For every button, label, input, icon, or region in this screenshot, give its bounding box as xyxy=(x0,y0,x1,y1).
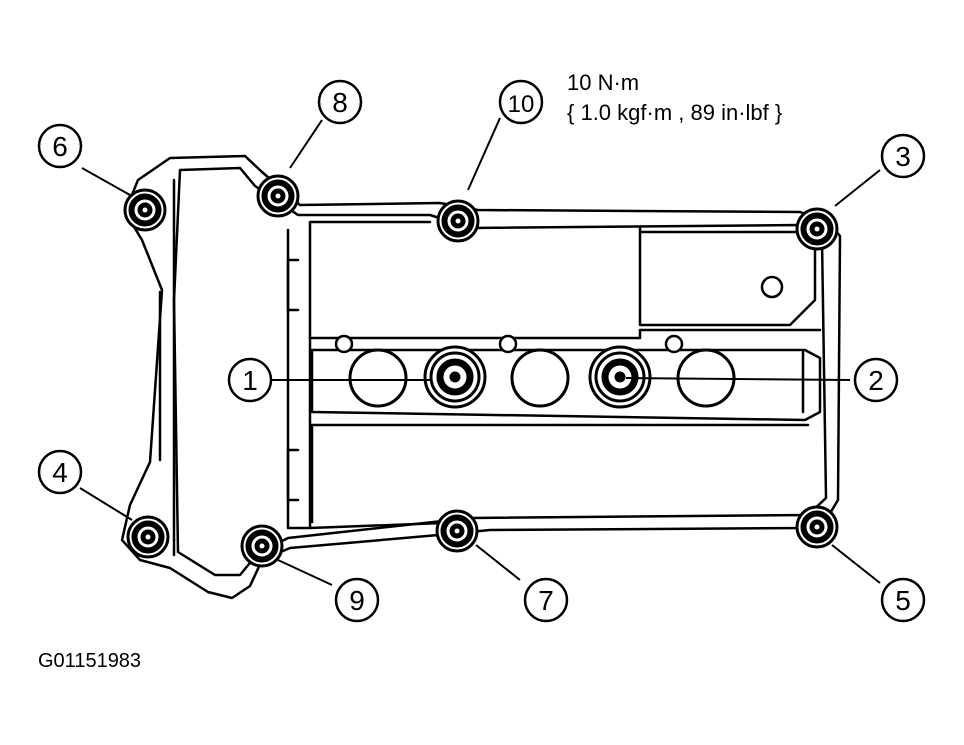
callout-label: 3 xyxy=(895,141,911,172)
callout-label: 2 xyxy=(868,365,884,396)
figure-id: G01151983 xyxy=(38,650,142,672)
callout-2: 2 xyxy=(853,357,899,403)
callout-9: 9 xyxy=(334,577,380,623)
bolt-7 xyxy=(435,509,479,553)
dowel xyxy=(498,334,518,354)
leader-lines xyxy=(79,117,881,586)
bolt-6 xyxy=(123,188,167,232)
callout-6: 6 xyxy=(37,123,83,169)
callout-label: 10 xyxy=(508,91,535,118)
callout-label: 8 xyxy=(332,87,348,118)
bolt-8 xyxy=(256,174,300,218)
bolt-1 xyxy=(423,345,487,409)
bolt-9 xyxy=(240,524,284,568)
top-shelf xyxy=(308,328,822,340)
bolt-4 xyxy=(126,515,170,559)
callout-8: 8 xyxy=(317,79,363,125)
callout-3: 3 xyxy=(880,133,926,179)
leader-5 xyxy=(831,544,881,584)
callout-1: 1 xyxy=(227,357,273,403)
callout-7: 7 xyxy=(523,577,569,623)
bolt-group xyxy=(123,174,839,568)
callout-5: 5 xyxy=(880,577,926,623)
breather-hole xyxy=(760,275,784,299)
torque-spec: 10 N·m { 1.0 kgf·m , 89 in·lbf } xyxy=(567,68,782,128)
plug-hole-1 xyxy=(348,348,408,408)
leader-10 xyxy=(467,117,501,191)
leader-6 xyxy=(81,167,131,196)
callout-label: 5 xyxy=(895,585,911,616)
bolt-10 xyxy=(436,199,480,243)
leader-3 xyxy=(834,169,881,207)
bolt-5 xyxy=(795,505,839,549)
plug-hole-2 xyxy=(510,348,570,408)
callout-10: 10 xyxy=(498,79,544,125)
bolt-2 xyxy=(588,345,652,409)
callout-label: 6 xyxy=(52,131,68,162)
callout-label: 1 xyxy=(242,365,258,396)
leader-8 xyxy=(289,119,323,169)
leader-4 xyxy=(79,487,133,521)
callout-label: 9 xyxy=(349,585,365,616)
dowel xyxy=(664,334,684,354)
dowel xyxy=(334,334,354,354)
callout-label: 7 xyxy=(538,585,554,616)
leader-9 xyxy=(277,559,333,586)
callout-label: 4 xyxy=(52,457,68,488)
bolt-3 xyxy=(795,207,839,251)
callout-4: 4 xyxy=(37,449,83,495)
leader-2 xyxy=(625,377,851,381)
torque-value: 10 N·m xyxy=(567,70,640,95)
torque-alt: { 1.0 kgf·m , 89 in·lbf } xyxy=(567,100,783,125)
plug-gallery xyxy=(310,348,822,422)
baffle-top-right xyxy=(638,226,817,327)
callout-group: 1 2 3 4 5 6 7 8 9 10 xyxy=(37,79,926,623)
inner-well-ledge xyxy=(286,258,300,502)
leader-7 xyxy=(475,544,521,581)
